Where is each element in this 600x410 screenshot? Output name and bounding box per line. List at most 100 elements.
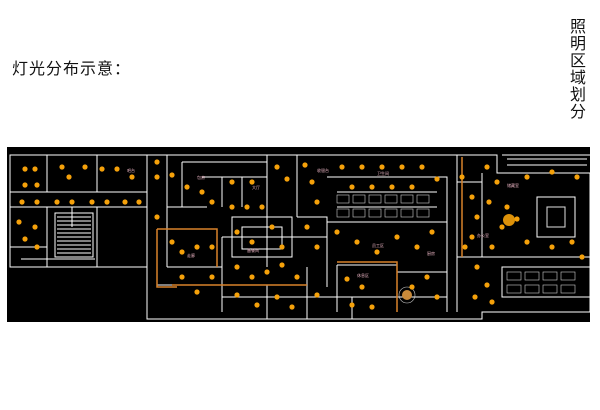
light-fixture [434,294,440,300]
light-fixture [32,166,38,172]
light-fixture [184,184,190,190]
light-fixture [424,274,430,280]
room-label: 大厅 [252,184,260,190]
light-fixture [194,244,200,250]
room-label: 吧台 [127,167,135,173]
light-fixture [229,204,235,210]
light-fixture [22,236,28,242]
light-fixture [69,199,75,205]
light-fixture [486,199,492,205]
light-fixture [414,244,420,250]
room-label: 休息区 [357,272,369,278]
accent-lines [156,157,463,312]
light-fixture [269,224,275,230]
light-fixture [114,166,120,172]
light-fixture [154,214,160,220]
light-fixture [349,184,355,190]
light-fixture [359,284,365,290]
light-fixture [462,244,468,250]
light-fixture [154,159,160,165]
light-fixture [209,244,215,250]
light-fixture [314,199,320,205]
light-fixture [354,239,360,245]
light-fixture [484,164,490,170]
light-fixture [469,234,475,240]
light-fixture [234,264,240,270]
light-fixture [194,289,200,295]
light-fixture [302,162,308,168]
light-fixture [469,194,475,200]
light-fixture [249,239,255,245]
light-fixture [254,302,260,308]
light-fixture [279,262,285,268]
light-fixture [409,284,415,290]
plan-background [7,147,590,322]
light-fixture [129,174,135,180]
light-fixture [569,239,575,245]
light-fixture [34,199,40,205]
light-fixture [499,224,505,230]
light-fixture [244,204,250,210]
light-fixture [169,172,175,178]
chandelier-light [503,214,515,226]
light-fixture [429,229,435,235]
room-label: 走廊 [187,252,195,258]
light-fixture [309,179,315,185]
light-fixture [34,182,40,188]
room-label: 办公室 [477,232,489,238]
plan-walls [9,154,590,320]
light-fixture [234,292,240,298]
side-title: 照明区域划分 [569,17,586,121]
light-fixture [104,199,110,205]
light-fixture [274,294,280,300]
feature-light [402,290,412,300]
light-fixture [472,294,478,300]
light-fixture [59,164,65,170]
light-fixture [389,184,395,190]
light-fixture [209,274,215,280]
light-fixture [494,179,500,185]
light-fixture [359,164,365,170]
light-fixture [334,229,340,235]
room-label: 卫生间 [377,170,389,176]
light-fixture [229,179,235,185]
room-label: 包房 [197,174,205,180]
light-fixture [234,229,240,235]
light-fixture [314,244,320,250]
light-fixture [264,269,270,275]
light-fixture [284,176,290,182]
light-fixture [32,224,38,230]
light-fixture [549,244,555,250]
light-fixture [374,249,380,255]
light-fixture [179,249,185,255]
light-fixture [82,164,88,170]
light-fixture [504,204,510,210]
light-fixture [339,164,345,170]
light-fixture [524,174,530,180]
light-fixture [484,282,490,288]
light-fixture [249,274,255,280]
light-fixture [34,244,40,250]
light-fixture [489,244,495,250]
light-fixture [579,254,585,260]
room-label: 厨房 [427,250,435,256]
room-label: 储藏室 [507,182,519,188]
light-fixture [66,174,72,180]
light-fixture [54,199,60,205]
light-fixtures [16,159,585,310]
light-fixture [99,166,105,172]
light-fixture [474,214,480,220]
page-title: 灯光分布示意： [12,59,132,78]
light-fixture [549,169,555,175]
light-fixture [419,164,425,170]
light-fixture [294,274,300,280]
light-fixture [409,184,415,190]
light-fixture [379,164,385,170]
light-fixture [179,274,185,280]
light-fixture [314,292,320,298]
room-label: 员工区 [372,242,384,248]
light-fixture [344,276,350,282]
furniture [336,194,576,304]
